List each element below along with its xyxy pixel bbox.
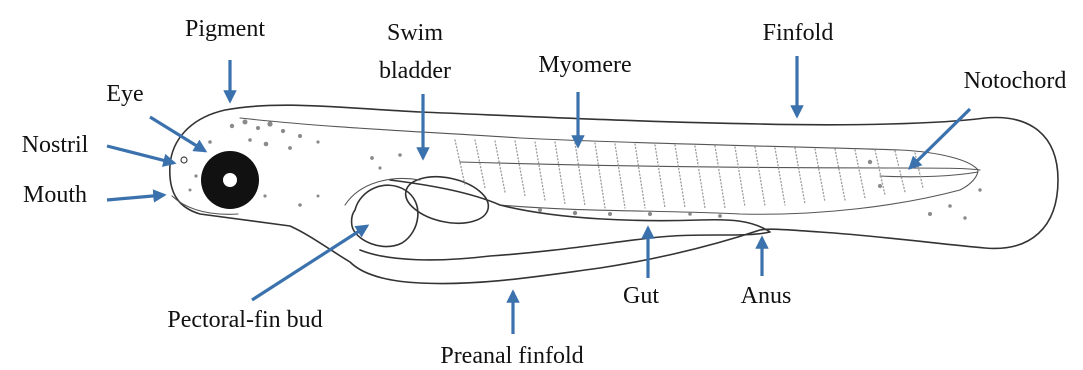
label-finfold: Finfold [763,20,834,46]
myomeres [455,140,923,208]
label-notochord: Notochord [964,68,1067,94]
label-anus: Anus [741,283,792,309]
label-eye: Eye [106,81,143,107]
body-outline [170,105,1058,283]
arrow-mouth [107,195,164,200]
label-myomere: Myomere [538,52,631,78]
label-mouth: Mouth [23,182,87,208]
dorsal-body-edge [240,118,978,170]
label-pectoral-fin-bud: Pectoral-fin bud [167,307,322,333]
label-pigment: Pigment [185,16,265,42]
label-gut: Gut [623,283,659,309]
label-preanal-finfold: Preanal finfold [440,343,583,369]
arrow-nostril [107,146,174,163]
arrow-notochord [910,109,970,168]
pectoral-fin-bud-shape [352,185,418,246]
label-swim-bladder-line1: Swim [387,20,443,46]
label-nostril: Nostril [22,132,89,158]
gut-outline [360,180,770,260]
nostril-shape [181,157,187,163]
larva-illustration [170,105,1058,283]
eye-highlight [223,173,237,187]
notochord-line-lower [880,172,978,177]
label-swim-bladder-line2: bladder [379,58,451,84]
